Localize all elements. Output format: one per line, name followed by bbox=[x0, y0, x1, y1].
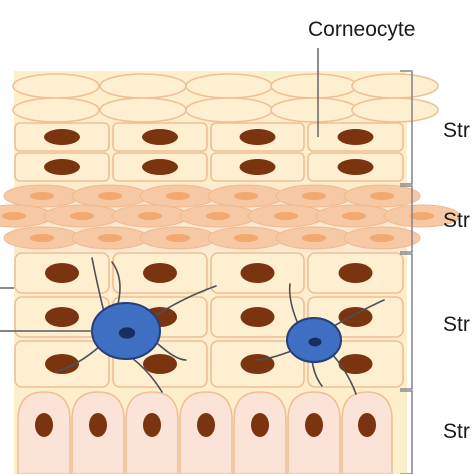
corneocyte-label: Corneocyte bbox=[308, 18, 415, 41]
melanocyte-nucleus bbox=[118, 327, 136, 339]
cell-nucleus bbox=[240, 263, 275, 283]
cell-nucleus bbox=[337, 159, 374, 175]
melanocyte-dendrite bbox=[151, 285, 217, 319]
cell-nucleus bbox=[338, 307, 373, 327]
keratohyalin-granule bbox=[410, 212, 434, 220]
flattened-cell bbox=[12, 73, 100, 99]
keratohyalin-granule bbox=[30, 234, 54, 242]
melanocyte-dendrite bbox=[333, 299, 385, 327]
melanocyte-dendrite bbox=[288, 283, 299, 325]
bracket-icon bbox=[400, 390, 413, 474]
melanocyte-dendrite bbox=[131, 357, 163, 393]
cell-nucleus bbox=[45, 307, 79, 327]
flattened-cell bbox=[12, 97, 100, 123]
granular-layer bbox=[0, 184, 461, 250]
flattened-cell bbox=[99, 97, 187, 123]
keratohyalin-granule bbox=[234, 234, 258, 242]
keratohyalin-granule bbox=[2, 212, 26, 220]
melanocyte-dendrite bbox=[111, 261, 121, 305]
melanocytes bbox=[55, 257, 385, 395]
cell-nucleus bbox=[142, 159, 178, 175]
flattened-cell bbox=[185, 97, 273, 123]
leader-lines bbox=[0, 48, 319, 332]
cell-nucleus bbox=[305, 413, 323, 437]
keratohyalin-granule bbox=[98, 192, 122, 200]
bracket-icon bbox=[400, 185, 413, 253]
melanocyte-dendrite bbox=[55, 345, 101, 373]
cornified-layer bbox=[12, 73, 439, 123]
melanocyte-dendrite bbox=[331, 353, 357, 395]
cell-nucleus bbox=[45, 354, 79, 374]
keratohyalin-granule bbox=[138, 212, 162, 220]
keratohyalin-granule bbox=[370, 192, 394, 200]
cell-nucleus bbox=[89, 413, 107, 437]
basal-layer bbox=[17, 391, 393, 474]
flattened-cell bbox=[351, 97, 439, 123]
keratohyalin-granule bbox=[166, 192, 190, 200]
cell-nucleus bbox=[337, 129, 374, 145]
cell-nucleus bbox=[239, 159, 276, 175]
cell-nucleus bbox=[338, 354, 373, 374]
keratohyalin-granule bbox=[274, 212, 298, 220]
corneocyte-cells bbox=[14, 122, 404, 182]
cell-nucleus bbox=[45, 263, 79, 283]
melanocyte-dendrite bbox=[91, 257, 105, 313]
flattened-cell bbox=[99, 73, 187, 99]
flattened-cell bbox=[185, 73, 273, 99]
keratohyalin-granule bbox=[30, 192, 54, 200]
layer-label-2: Str bbox=[443, 209, 470, 232]
cell-nucleus bbox=[251, 413, 269, 437]
layer-label-4: Str bbox=[443, 420, 470, 443]
flattened-cell bbox=[351, 73, 439, 99]
cell-nucleus bbox=[44, 129, 80, 145]
keratohyalin-granule bbox=[98, 234, 122, 242]
cell-nucleus bbox=[143, 354, 177, 374]
keratohyalin-granule bbox=[370, 234, 394, 242]
keratohyalin-granule bbox=[234, 192, 258, 200]
keratohyalin-granule bbox=[342, 212, 366, 220]
cell-nucleus bbox=[35, 413, 53, 437]
flattened-cell bbox=[270, 97, 358, 123]
keratohyalin-granule bbox=[302, 192, 326, 200]
bracket-icon bbox=[400, 253, 413, 390]
melanocyte-nucleus bbox=[308, 337, 322, 347]
cell-nucleus bbox=[239, 129, 276, 145]
cell-nucleus bbox=[240, 307, 275, 327]
layer-label-3: Str bbox=[443, 313, 470, 336]
layer-brackets bbox=[400, 70, 413, 474]
cell-nucleus bbox=[240, 354, 275, 374]
cell-nucleus bbox=[358, 413, 376, 437]
keratohyalin-granule bbox=[206, 212, 230, 220]
cell-nucleus bbox=[143, 263, 177, 283]
cell-nucleus bbox=[197, 413, 215, 437]
cell-nucleus bbox=[338, 263, 373, 283]
layer-label-1: Str bbox=[443, 119, 470, 142]
cell-nucleus bbox=[44, 159, 80, 175]
cell-nucleus bbox=[142, 129, 178, 145]
spinous-layer bbox=[14, 252, 404, 388]
keratohyalin-granule bbox=[302, 234, 326, 242]
keratohyalin-granule bbox=[166, 234, 190, 242]
keratohyalin-granule bbox=[70, 212, 94, 220]
bracket-icon bbox=[400, 70, 413, 185]
melanocyte-dendrite bbox=[157, 343, 187, 361]
flattened-cell bbox=[270, 73, 358, 99]
cell-nucleus bbox=[143, 413, 161, 437]
